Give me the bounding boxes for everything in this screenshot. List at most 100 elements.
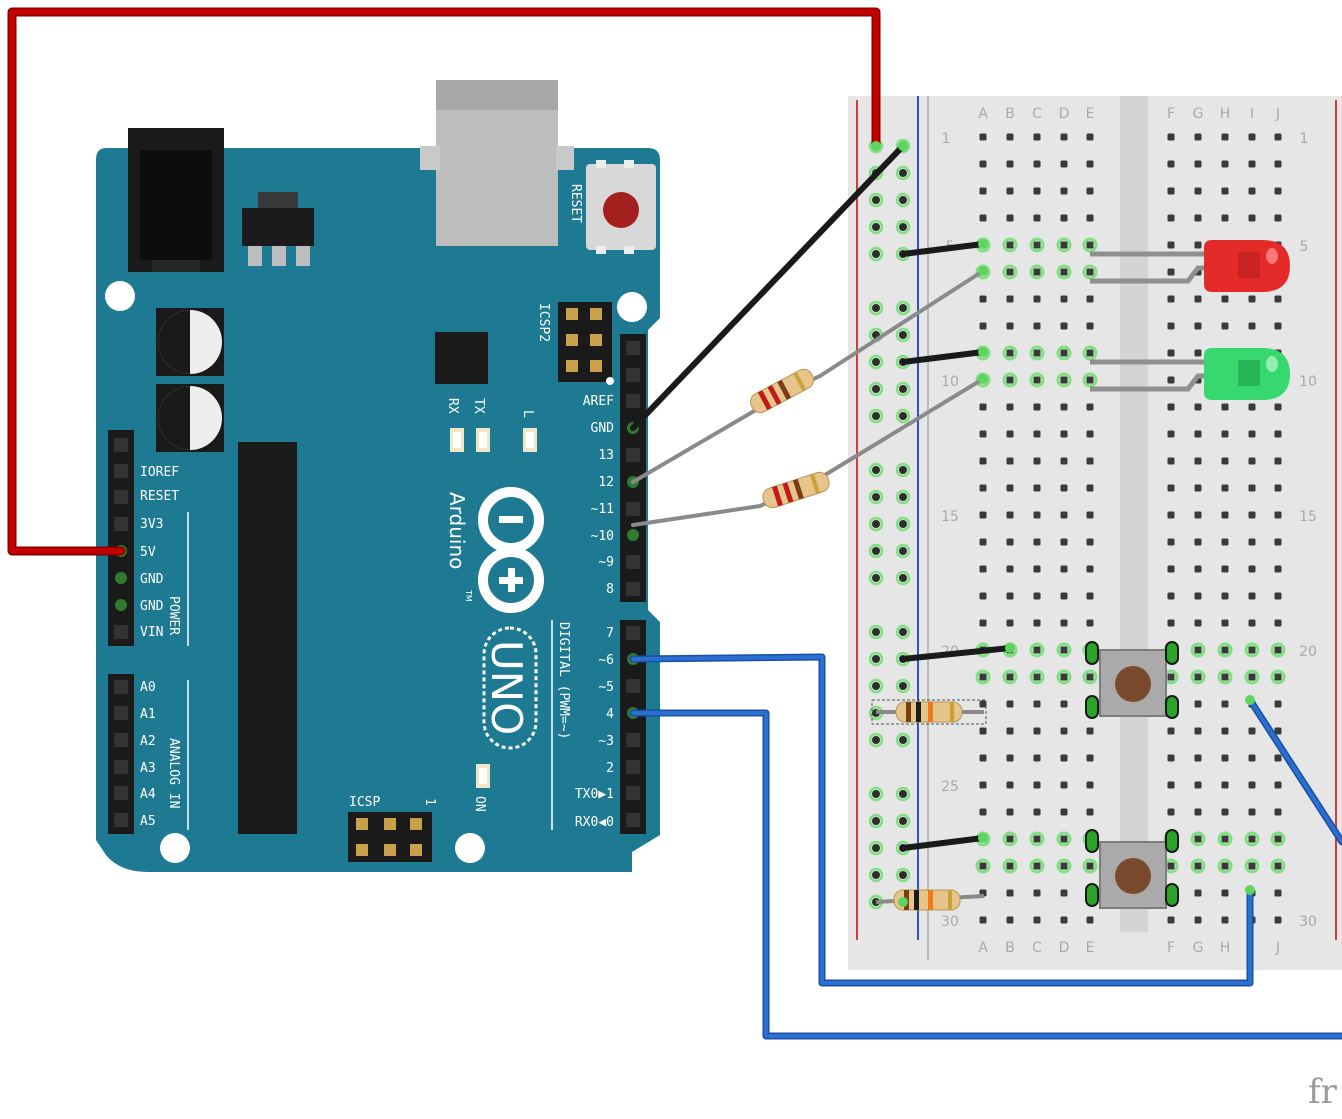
breadboard-hole xyxy=(1033,646,1041,654)
wire-gnd-button-2[interactable] xyxy=(900,835,986,851)
breadboard-hole-active xyxy=(1082,372,1098,388)
breadboard-hole xyxy=(1060,403,1068,411)
breadboard-hole xyxy=(1221,646,1229,654)
breadboard-hole xyxy=(979,214,987,222)
wire-5v[interactable] xyxy=(9,9,879,554)
pin-label: A0 xyxy=(140,680,156,695)
breadboard-hole xyxy=(1167,592,1175,600)
reset-button[interactable] xyxy=(586,160,656,254)
breadboard-hole xyxy=(1248,592,1256,600)
breadboard-hole xyxy=(1033,889,1041,897)
row-number: 20 xyxy=(1299,644,1317,660)
breadboard-hole xyxy=(979,430,987,438)
pin-label: RX0◀0 xyxy=(575,815,614,830)
breadboard-hole-active xyxy=(1244,831,1260,847)
breadboard-hole xyxy=(1167,457,1175,465)
rail-hole xyxy=(899,169,907,177)
row-number: 15 xyxy=(941,509,959,525)
breadboard-hole xyxy=(1248,295,1256,303)
breadboard-hole xyxy=(1221,403,1229,411)
col-label: E xyxy=(1086,940,1095,956)
rail-hole-active xyxy=(895,732,911,748)
rail-hole xyxy=(899,790,907,798)
row-number: 25 xyxy=(941,779,959,795)
breadboard-hole xyxy=(1194,781,1202,789)
breadboard-hole xyxy=(1086,565,1094,573)
breadboard-hole-active xyxy=(1056,264,1072,280)
rail-hole-active xyxy=(895,813,911,829)
breadboard-hole xyxy=(1194,808,1202,816)
breadboard-hole xyxy=(1086,781,1094,789)
breadboard-hole xyxy=(979,727,987,735)
breadboard-hole xyxy=(1248,781,1256,789)
breadboard-hole-active xyxy=(1082,237,1098,253)
breadboard-hole xyxy=(1060,727,1068,735)
power-label: POWER xyxy=(166,596,181,635)
breadboard-hole-active xyxy=(1270,858,1286,874)
wire-gnd-green-led[interactable] xyxy=(900,349,986,365)
rail-hole-active xyxy=(868,813,884,829)
breadboard-hole xyxy=(1167,187,1175,195)
wire-gnd-button-1[interactable] xyxy=(900,645,1013,662)
breadboard-hole xyxy=(1248,673,1256,681)
wire-pin6-button[interactable] xyxy=(631,655,1252,985)
trademark-label: TM xyxy=(464,589,473,602)
pin-label: A2 xyxy=(140,734,156,749)
breadboard-hole xyxy=(1033,592,1041,600)
breadboard-hole xyxy=(1060,754,1068,762)
breadboard-hole xyxy=(1221,673,1229,681)
col-label: A xyxy=(978,940,988,956)
breadboard-hole xyxy=(1033,295,1041,303)
mounting-hole xyxy=(160,833,190,863)
breadboard-hole xyxy=(1167,862,1175,870)
push-button-2[interactable] xyxy=(1085,829,1179,909)
wire-button-right[interactable] xyxy=(1248,698,1342,844)
pin-label: 3V3 xyxy=(140,517,163,532)
mounting-hole xyxy=(105,281,135,311)
breadboard-hole xyxy=(1194,673,1202,681)
breadboard-hole xyxy=(1221,457,1229,465)
breadboard-hole xyxy=(1194,889,1202,897)
row-number: 15 xyxy=(1299,509,1317,525)
usb-chip xyxy=(435,332,488,384)
breadboard-hole-active xyxy=(1056,372,1072,388)
wire-gnd-main[interactable] xyxy=(630,143,906,431)
rail-hole xyxy=(872,520,880,528)
rail-hole xyxy=(872,655,880,663)
rail-hole-active xyxy=(868,489,884,505)
breadboard-hole xyxy=(1086,916,1094,924)
breadboard-hole xyxy=(1248,835,1256,843)
wire-gnd-red-led[interactable] xyxy=(900,241,986,257)
col-label: I xyxy=(1250,106,1254,122)
dc-power-jack xyxy=(128,128,224,272)
rail-hole-active xyxy=(895,408,911,424)
breadboard-hole xyxy=(1006,430,1014,438)
row-number: 1 xyxy=(942,131,951,147)
breadboard-hole xyxy=(1274,889,1282,897)
pin-label: A4 xyxy=(140,787,156,802)
pin-label: AREF xyxy=(583,394,614,409)
breadboard-hole xyxy=(1274,538,1282,546)
pin-label: 4 xyxy=(606,707,614,722)
rail-hole xyxy=(872,466,880,474)
breadboard-hole xyxy=(1221,835,1229,843)
rail-hole xyxy=(899,412,907,420)
breadboard-hole xyxy=(1086,268,1094,276)
breadboard-hole xyxy=(1274,457,1282,465)
breadboard-hole-active xyxy=(1270,669,1286,685)
wire-endpoints xyxy=(871,141,1255,907)
rail-hole-active xyxy=(868,840,884,856)
push-button-1[interactable] xyxy=(1085,641,1179,719)
rail-hole-active xyxy=(895,678,911,694)
wire-pin4-button[interactable] xyxy=(631,711,1342,1038)
pin-label: IOREF xyxy=(140,465,179,480)
digital-header-upper xyxy=(620,334,646,602)
breadboard-hole-active xyxy=(1002,372,1018,388)
rail-hole-active xyxy=(895,543,911,559)
col-label: C xyxy=(1032,106,1042,122)
usb-connector xyxy=(420,80,574,246)
col-label: H xyxy=(1220,106,1231,122)
rail-hole-active xyxy=(868,192,884,208)
pin-label: ~3 xyxy=(598,734,614,749)
breadboard-hole xyxy=(1194,187,1202,195)
